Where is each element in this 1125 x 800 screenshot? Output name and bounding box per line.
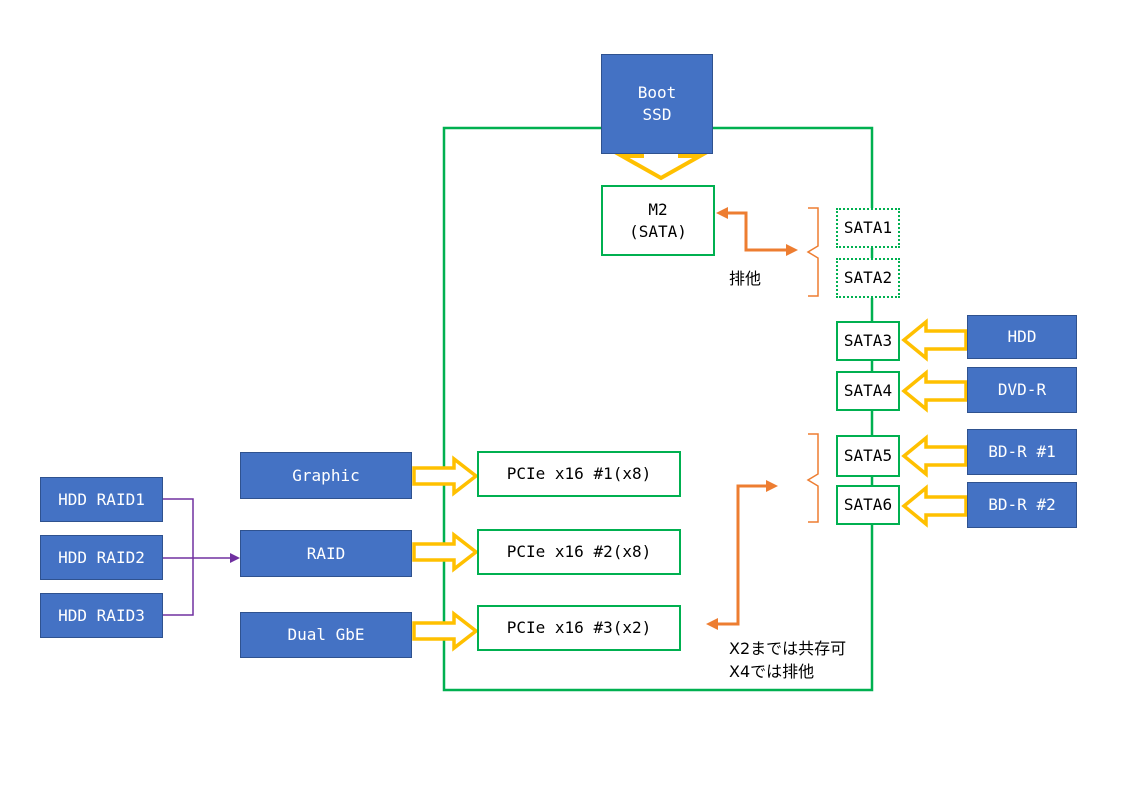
sata4-port: SATA4 [836, 371, 900, 411]
pcie3-sata-exclusive-arrow [716, 484, 768, 626]
hdd-arrow [901, 318, 968, 362]
bdr1-device: BD-R #1 [967, 429, 1077, 475]
sata6-port: SATA6 [836, 485, 900, 525]
sata3-port: SATA3 [836, 321, 900, 361]
gbe-arrow [412, 610, 479, 652]
bdr2-arrow [901, 484, 968, 528]
hdd-raid1: HDD RAID1 [40, 477, 163, 522]
raid-arrowhead [230, 553, 240, 563]
bdr1-arrow [901, 434, 968, 478]
dual-gbe-card: Dual GbE [240, 612, 412, 658]
dvdr-device: DVD-R [967, 367, 1077, 413]
sata56-brace [806, 433, 819, 523]
sata56-arrowhead [766, 480, 778, 492]
m2-sata-exclusive-arrow [726, 211, 788, 252]
pcie-note-2: X4では排他 [729, 662, 815, 681]
sata12-brace [806, 207, 819, 297]
boot-ssd-label-2: SSD [642, 105, 672, 124]
sata5-port: SATA5 [836, 435, 900, 477]
exclusive-note: 排他 [729, 269, 762, 288]
graphic-card: Graphic [240, 452, 412, 499]
pcie3-arrowhead [706, 618, 718, 630]
sata12-arrowhead [786, 244, 798, 256]
hdd-raid3: HDD RAID3 [40, 593, 163, 638]
hdd-device: HDD [967, 315, 1077, 359]
m2-label-2: (SATA) [629, 221, 687, 241]
pcie-slot-3: PCIe x16 #3(x2) [477, 605, 681, 651]
raid-disk-wiring [163, 498, 232, 616]
boot-ssd: Boot SSD [601, 54, 713, 154]
raid-arrow [412, 531, 479, 573]
pcie-note-1: X2までは共存可 [729, 639, 847, 658]
m2-label-1: M2 [648, 199, 668, 219]
card-to-pcie-arrows [412, 455, 479, 652]
sata1-port: SATA1 [836, 208, 900, 248]
pcie-slot-2: PCIe x16 #2(x8) [477, 529, 681, 575]
bdr2-device: BD-R #2 [967, 482, 1077, 528]
sata2-port: SATA2 [836, 258, 900, 298]
m2-arrowhead [716, 207, 728, 219]
m2-slot: M2 (SATA) [601, 185, 715, 256]
pcie-slot-1: PCIe x16 #1(x8) [477, 451, 681, 497]
graphic-arrow [412, 455, 479, 497]
raid-card: RAID [240, 530, 412, 577]
hdd-raid2: HDD RAID2 [40, 535, 163, 580]
device-to-sata-arrows [901, 318, 968, 528]
boot-ssd-label-1: Boot [637, 83, 677, 102]
dvdr-arrow [901, 369, 968, 413]
